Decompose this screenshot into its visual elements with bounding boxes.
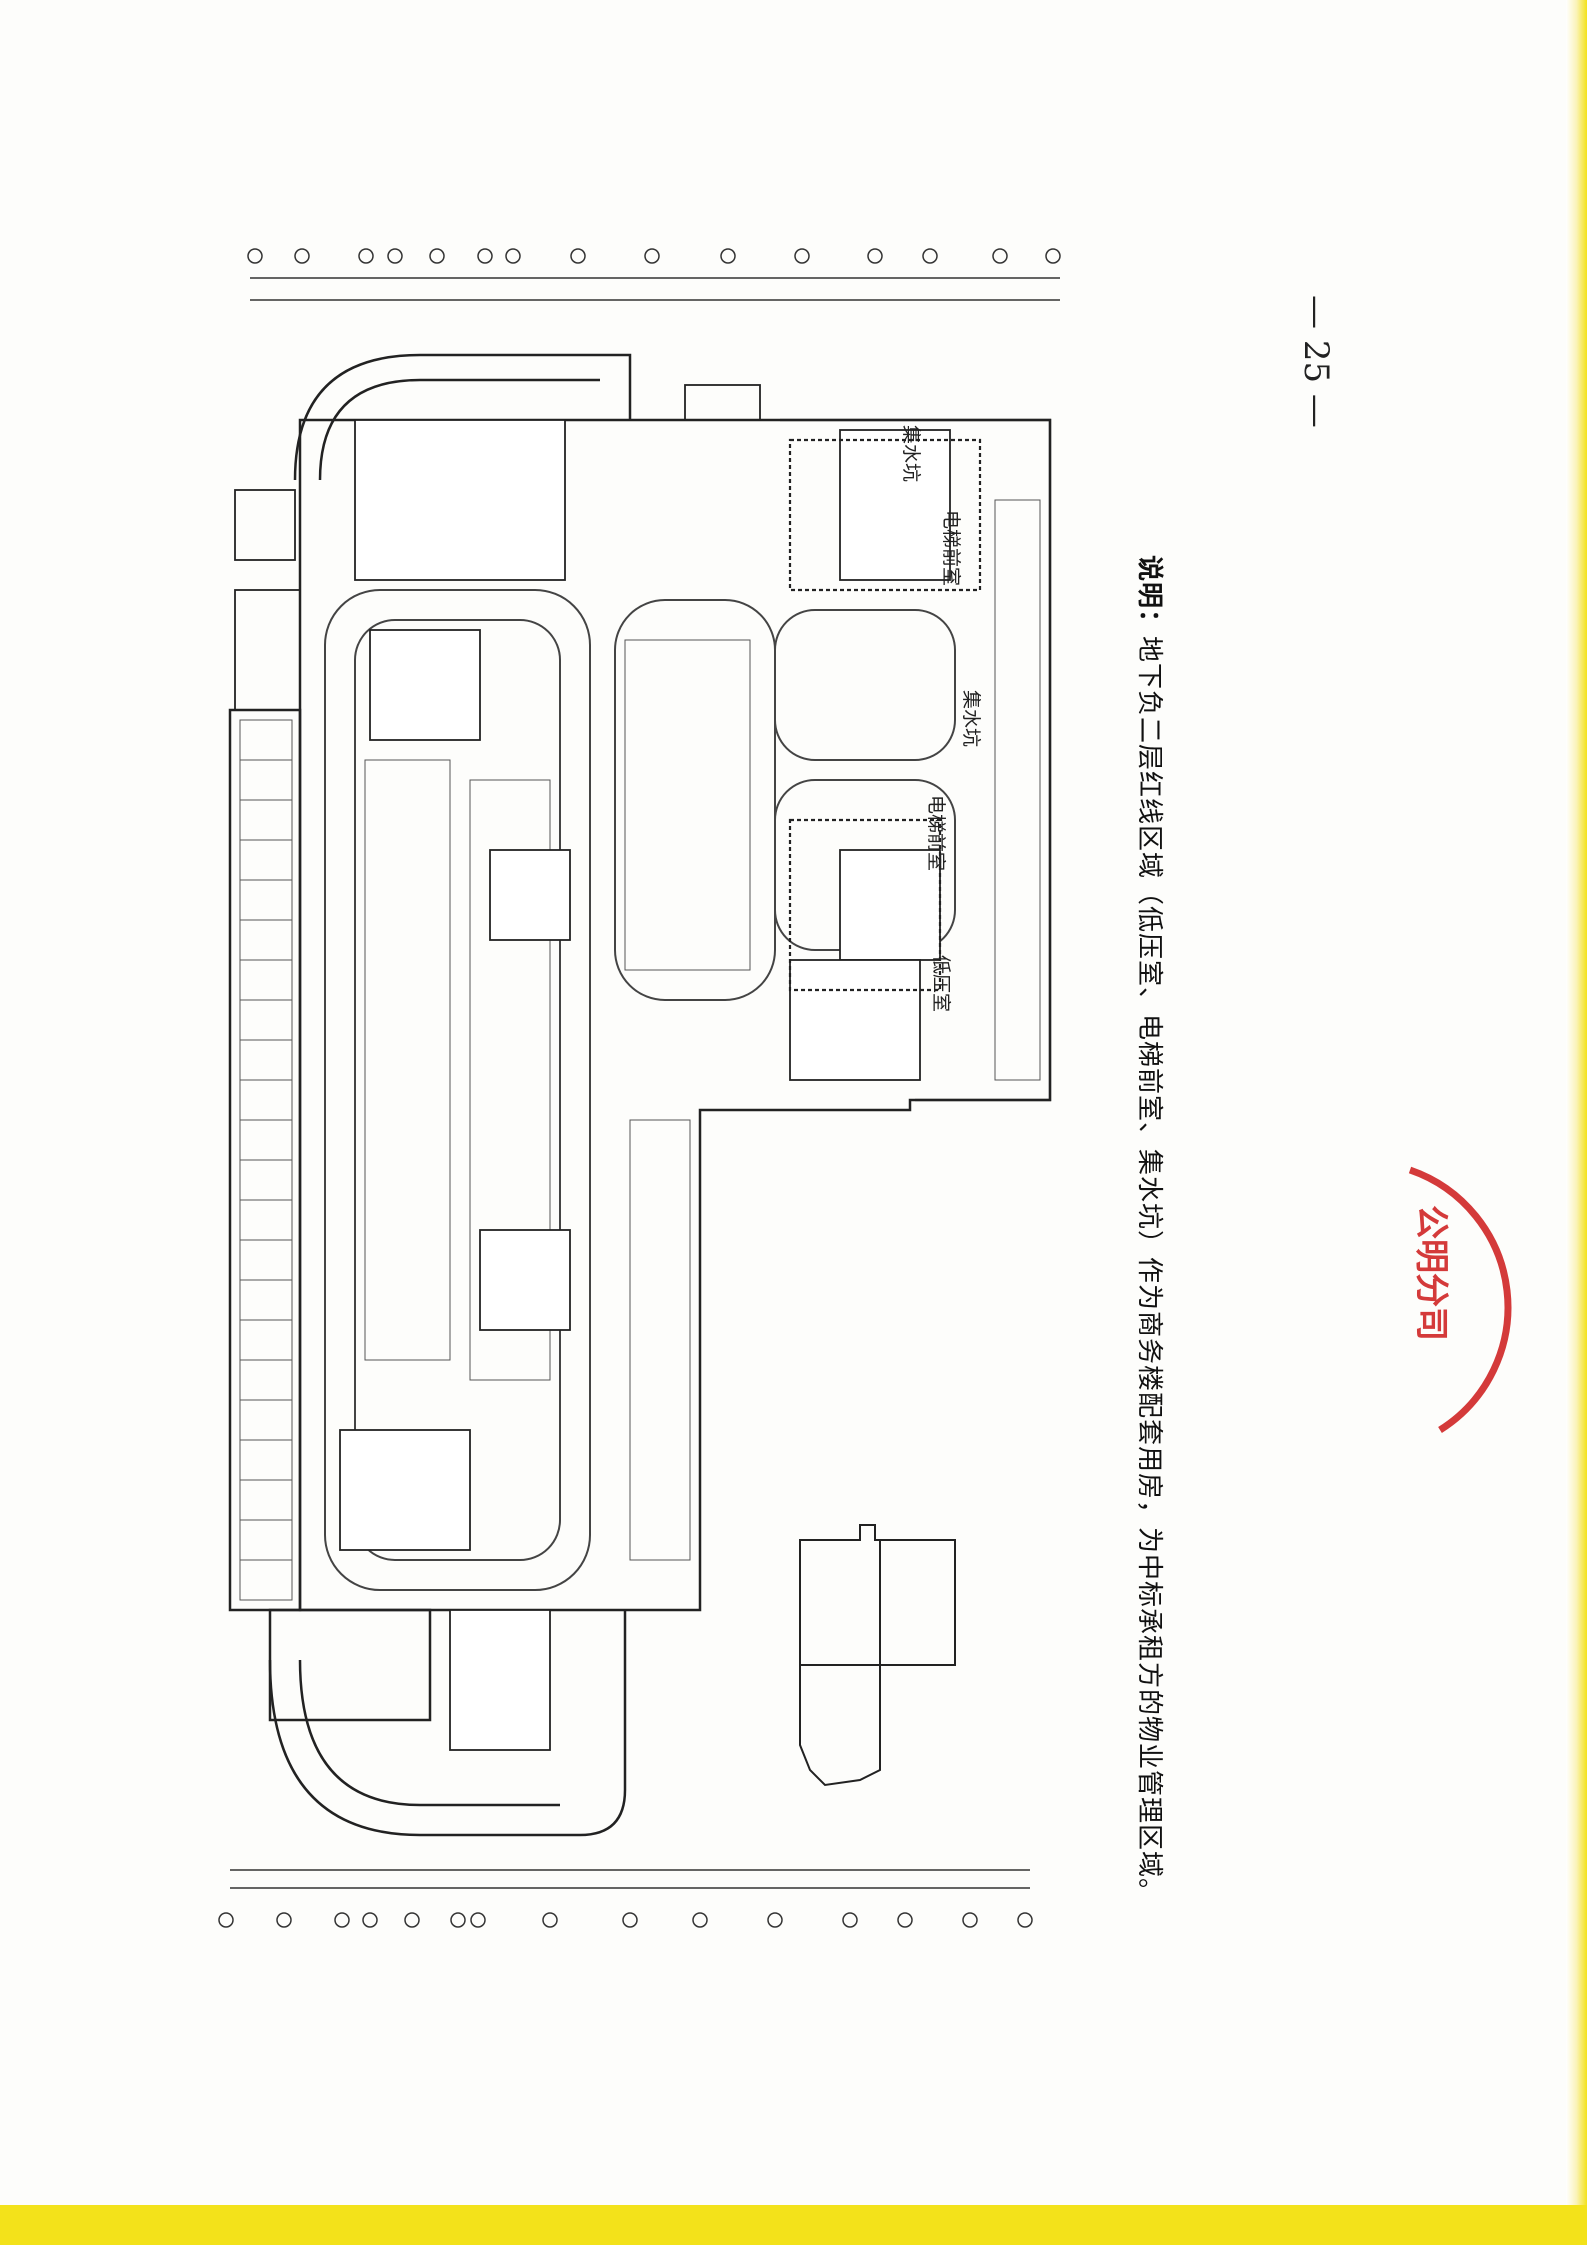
parking-stalls <box>239 499 1041 1601</box>
handwritten-label-sump-1: 集水坑 <box>900 425 922 482</box>
basement-outline <box>228 353 1052 1837</box>
handwritten-label-lobby-2: 电梯前室 <box>925 795 947 871</box>
note-text: 地下负二层红线区域（低压室、电梯前室、集水坑）作为商务楼配套用房，为中标承租方的… <box>1134 636 1164 1906</box>
annex-building <box>799 1524 956 1787</box>
handwritten-labels: 集水坑 电梯前室 集水坑 电梯前室 低压室 <box>900 425 982 1012</box>
core-rooms <box>339 419 951 1751</box>
handwritten-label-lobby-1: 电梯前室 <box>940 510 962 586</box>
note-label: 说明： <box>1134 555 1164 637</box>
page-edge-highlight <box>1566 0 1587 2245</box>
side-annex <box>234 384 761 711</box>
page-bottom-highlight <box>0 2205 1587 2245</box>
page-number-value: 25 <box>1296 339 1336 384</box>
drive-aisles <box>324 589 956 1591</box>
handwritten-label-low-voltage: 低压室 <box>930 955 952 1012</box>
page-number: — 25 — <box>1296 295 1336 428</box>
seal-text: 公明分司 <box>1411 1205 1451 1341</box>
page-note: 说明：地下负二层红线区域（低压室、电梯前室、集水坑）作为商务楼配套用房，为中标承… <box>1133 555 1170 1905</box>
top-grid-axis <box>247 248 1061 301</box>
company-seal: 公明分司 <box>1408 1166 1512 1433</box>
handwritten-label-sump-2: 集水坑 <box>960 690 982 747</box>
bottom-grid-axis <box>218 1869 1033 1928</box>
red-line-area <box>780 418 1052 1102</box>
